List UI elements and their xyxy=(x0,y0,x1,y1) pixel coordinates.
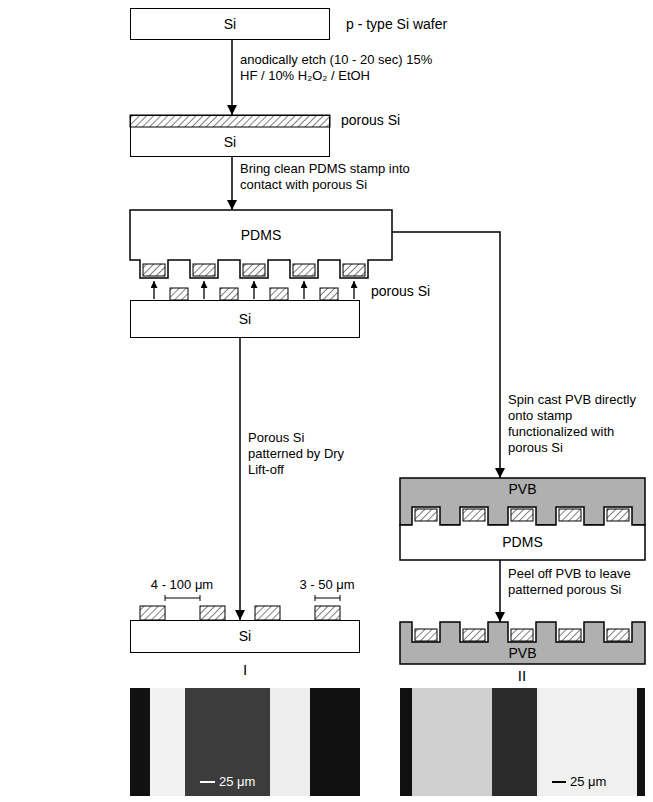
porous-square xyxy=(559,509,581,521)
outside-label: porous Si xyxy=(341,112,400,129)
dimension-bracket xyxy=(315,595,340,601)
pdms-stamp: PDMS xyxy=(130,210,392,260)
micrograph-band xyxy=(537,688,637,796)
step-label: anodically etch (10 - 20 sec) 15% HF / 1… xyxy=(240,52,440,84)
pvb-layer xyxy=(400,478,645,525)
porous-square xyxy=(343,264,365,276)
micrograph-band xyxy=(185,688,270,796)
outside-label: p - type Si wafer xyxy=(346,16,447,33)
micrograph-band xyxy=(492,688,537,796)
micrograph xyxy=(130,688,360,796)
si-wafer: Siporous Si xyxy=(130,115,330,157)
step-label: Peel off PVB to leave patterned porous S… xyxy=(508,566,645,598)
panel-label: I xyxy=(243,662,247,677)
porous-square xyxy=(511,509,533,521)
pdms-stamp xyxy=(400,507,645,560)
porous-square xyxy=(315,606,340,620)
porous-square xyxy=(293,264,315,276)
transfer-arrow xyxy=(153,281,154,299)
process-arrow xyxy=(392,232,500,478)
porous-square xyxy=(607,629,629,641)
porous-square xyxy=(170,288,188,300)
porous-square xyxy=(415,629,437,641)
porous-square xyxy=(415,509,437,521)
porous-square xyxy=(220,288,238,300)
dimension-bracket xyxy=(165,595,200,601)
micrograph-band xyxy=(412,688,492,796)
pdms-stamp xyxy=(130,210,392,278)
scale-label: 25 μm xyxy=(219,774,255,789)
process-arrow xyxy=(239,338,241,620)
dimension-label: 4 - 100 μm xyxy=(151,577,213,592)
porous-square xyxy=(200,606,225,620)
transfer-arrow xyxy=(253,281,254,299)
si-wafer: Siporous Si xyxy=(130,300,360,338)
transfer-arrows xyxy=(154,281,354,299)
porous-square xyxy=(143,264,165,276)
transfer-arrow xyxy=(303,281,304,299)
node-text: Si xyxy=(239,628,251,645)
porous-square xyxy=(320,288,338,300)
porous-square xyxy=(243,264,265,276)
porous-square xyxy=(270,288,288,300)
node-text: PDMS xyxy=(241,227,281,244)
scale-bar xyxy=(200,781,215,783)
panel-label: II xyxy=(518,668,526,683)
porous-square xyxy=(255,606,280,620)
micrograph-ground xyxy=(400,688,645,796)
step-label: Porous Si patterned by Dry Lift-off xyxy=(248,430,348,478)
node-text: Si xyxy=(224,134,236,151)
scale-label: 25 μm xyxy=(570,774,606,789)
si-wafer: Sip - type Si wafer xyxy=(130,8,330,40)
porous-square xyxy=(559,629,581,641)
step-label: Bring clean PDMS stamp into contact with… xyxy=(240,161,450,193)
node-text: PVB xyxy=(508,645,536,662)
porous-square xyxy=(140,606,165,620)
pvb-film xyxy=(400,622,645,664)
stamp-porous-squares xyxy=(143,264,365,276)
pdms-stamp: PDMS xyxy=(400,525,645,560)
micrograph-ground xyxy=(130,688,360,796)
stamp-porous-squares xyxy=(415,509,629,521)
porous-square xyxy=(463,509,485,521)
process-arrow xyxy=(231,157,233,210)
porous-square xyxy=(193,264,215,276)
transfer-arrow xyxy=(203,281,204,299)
step-label: Spin cast PVB directly onto stamp functi… xyxy=(508,392,646,456)
outside-label: porous Si xyxy=(371,283,430,300)
porous-square xyxy=(463,629,485,641)
process-arrow xyxy=(231,40,233,115)
micrograph-band xyxy=(270,688,310,796)
porous-layer xyxy=(130,115,330,127)
node-text: Si xyxy=(239,311,251,328)
porous-square xyxy=(511,629,533,641)
transfer-arrow xyxy=(353,281,354,299)
porous-square xyxy=(607,509,629,521)
pvb-porous-squares xyxy=(415,629,629,641)
node-text: Si xyxy=(224,16,236,33)
process-arrow xyxy=(499,560,501,622)
micrograph xyxy=(400,688,645,796)
micrograph-band xyxy=(150,688,185,796)
dimension-label: 3 - 50 μm xyxy=(299,577,354,592)
pvb-layer: PVB xyxy=(400,478,645,525)
node-text: PVB xyxy=(508,481,536,498)
si-wafer: Si xyxy=(130,620,360,653)
pvb-film: PVB xyxy=(400,622,645,665)
scale-bar xyxy=(552,781,566,783)
node-text: PDMS xyxy=(502,534,542,551)
